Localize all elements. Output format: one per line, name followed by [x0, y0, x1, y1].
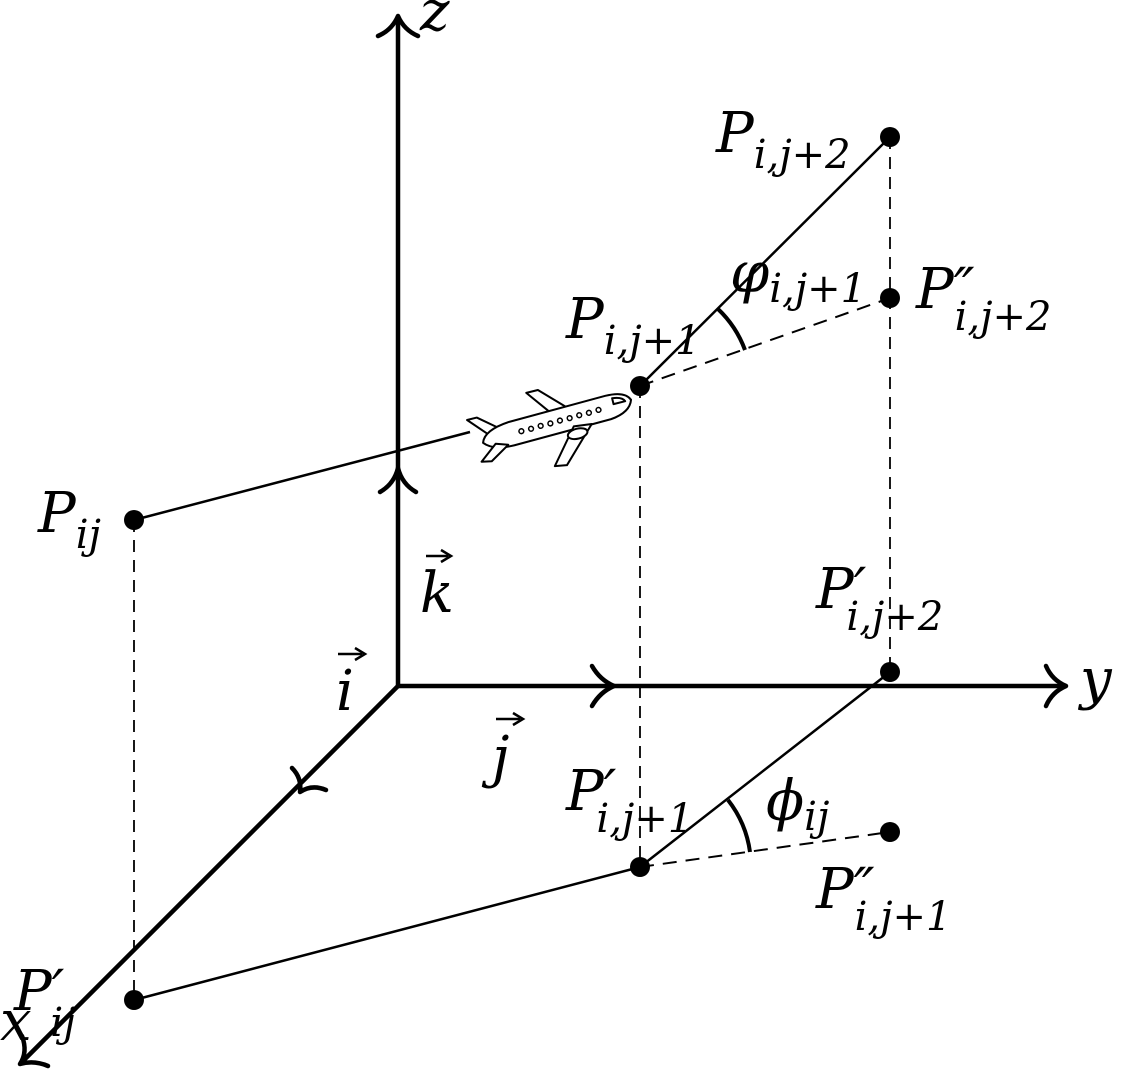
segment-pij1-to-pij2: [639, 136, 891, 387]
x-axis: [21, 683, 401, 1063]
unit-vector-j: j: [481, 711, 526, 790]
i-vector-label: i: [336, 659, 354, 724]
segment-ppij-to-ppij1: [133, 865, 641, 1002]
label-p-i-j2: Pi,j+2: [715, 101, 851, 178]
i-vector-chevron: [289, 765, 329, 795]
point-pdd-i-j1: [880, 822, 900, 842]
z-axis-label: z: [419, 0, 450, 44]
label-pdd-i-j1: P″i,j+1: [815, 857, 951, 940]
label-angle-varphi: φi,j+1: [730, 241, 866, 312]
reference-pij1-to-pdd2: [639, 297, 891, 387]
z-axis-arrowhead: [375, 13, 421, 39]
point-pdd-i-j2: [880, 288, 900, 308]
point-pp-ij: [124, 990, 144, 1010]
x-axis-arrowhead: [17, 1033, 51, 1069]
j-vector-label: j: [481, 725, 509, 790]
points: [124, 127, 900, 1010]
k-vector-label: k: [420, 561, 454, 626]
k-vector-chevron: [377, 465, 419, 495]
coordinate-axes: [17, 13, 1069, 1069]
label-p-i-j1: Pi,j+1: [565, 287, 701, 364]
segment-ppij1-to-ppij2: [639, 671, 891, 868]
label-pdd-i-j2: P″i,j+2: [915, 257, 1051, 340]
label-pp-i-j1: P′i,j+1: [565, 759, 693, 842]
point-pp-i-j1: [630, 857, 650, 877]
j-vector-chevron: [589, 663, 617, 709]
point-pp-i-j2: [880, 662, 900, 682]
label-angle-phi: ϕij: [766, 769, 829, 840]
label-p-ij: Pij: [37, 481, 101, 558]
label-pp-ij: P′ij: [13, 959, 76, 1046]
label-pp-i-j2: P′i,j+2: [815, 557, 943, 640]
unit-vector-k: k: [420, 548, 454, 626]
y-axis-label: y: [1077, 647, 1113, 712]
y-axis-arrowhead: [1043, 663, 1069, 709]
point-p-i-j1: [630, 376, 650, 396]
x-axis-label: x: [0, 989, 32, 1054]
point-p-i-j2: [880, 127, 900, 147]
point-p-ij: [124, 510, 144, 530]
angle-arc-varphi: [716, 307, 747, 351]
unit-vector-i: i: [336, 646, 368, 724]
segment-pij-to-plane: [133, 430, 471, 522]
reference-ppij1-to-pdd1: [639, 831, 891, 868]
airplane-icon: [466, 388, 633, 468]
angle-arc-phi: [726, 798, 752, 853]
